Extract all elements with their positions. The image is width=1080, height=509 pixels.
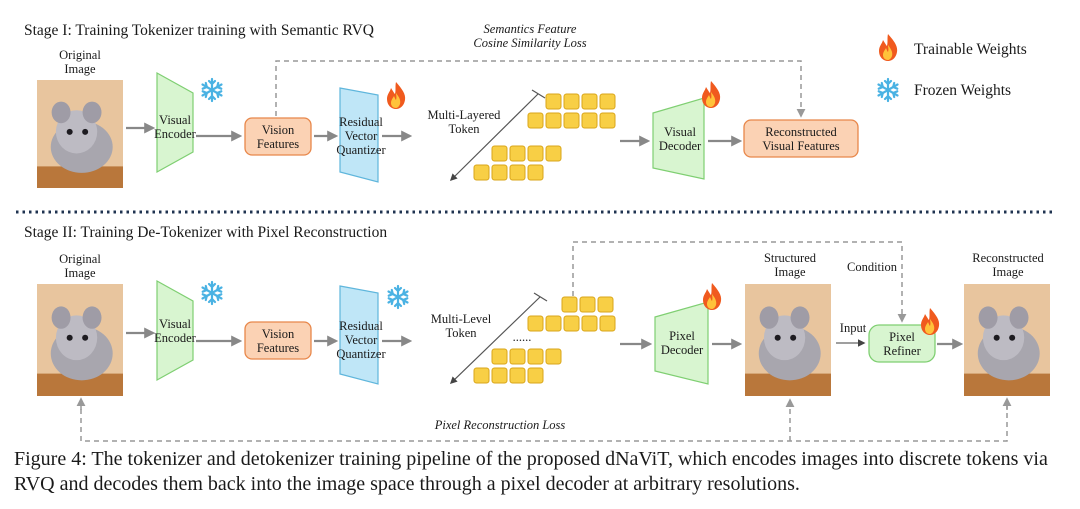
token-block bbox=[563, 112, 580, 129]
token-block bbox=[545, 315, 562, 332]
legend-trainable: Trainable Weights bbox=[914, 41, 1027, 58]
stage2-title: Stage II: Training De-Tokenizer with Pix… bbox=[24, 224, 388, 241]
token-block bbox=[545, 348, 562, 365]
s1-reconstructed-label: Reconstructed Visual Features bbox=[762, 124, 840, 153]
s2-pixel-refiner-label: Pixel Refiner bbox=[883, 329, 921, 358]
token-block bbox=[545, 93, 562, 110]
s2-pixel-decoder-shape bbox=[654, 301, 709, 385]
s2-vision-features-box bbox=[244, 321, 312, 360]
token-block bbox=[509, 164, 526, 181]
s2-rvq-shape bbox=[339, 285, 379, 385]
token-block bbox=[527, 348, 544, 365]
s2-vision-features-label: Vision Features bbox=[256, 326, 300, 355]
s2-loss-label: Pixel Reconstruction Loss bbox=[434, 418, 566, 432]
s1-decoder-flame-icon bbox=[702, 81, 721, 108]
s2-token-grid bbox=[473, 296, 616, 384]
s2-token-label: Multi-Level Token bbox=[430, 312, 492, 340]
token-block bbox=[527, 367, 544, 384]
token-block bbox=[527, 164, 544, 181]
reconstructed-image bbox=[964, 284, 1050, 396]
token-block bbox=[491, 145, 508, 162]
stage2-original-image bbox=[37, 284, 123, 396]
s2-rvq-label: Residual Vector Quantizer bbox=[336, 319, 386, 361]
token-block bbox=[545, 145, 562, 162]
token-block bbox=[579, 296, 596, 313]
structured-image bbox=[745, 284, 831, 396]
token-block bbox=[599, 112, 616, 129]
s2-visual-encoder-shape bbox=[156, 279, 194, 382]
s1-visual-decoder-label: Visual Decoder bbox=[658, 125, 702, 153]
s2-input-label: Input bbox=[839, 321, 867, 335]
s1-vision-features-box bbox=[244, 117, 312, 156]
token-block bbox=[563, 315, 580, 332]
legend-snowflake-icon bbox=[877, 77, 899, 103]
token-block bbox=[599, 93, 616, 110]
s2-decoder-flame-icon bbox=[703, 283, 722, 310]
s1-rvq-flame-icon bbox=[387, 82, 406, 109]
token-block bbox=[563, 93, 580, 110]
token-block bbox=[527, 315, 544, 332]
token-block bbox=[561, 296, 578, 313]
token-block bbox=[509, 348, 526, 365]
token-block bbox=[581, 315, 598, 332]
s2-condition-path bbox=[572, 241, 907, 323]
stage1-title: Stage I: Training Tokenizer training wit… bbox=[24, 22, 374, 39]
figure-caption: Figure 4: The tokenizer and detokenizer … bbox=[14, 448, 1048, 495]
token-block bbox=[581, 93, 598, 110]
s1-rvq-label: Residual Vector Quantizer bbox=[336, 115, 386, 157]
s1-token-label: Multi-Layered Token bbox=[427, 108, 501, 136]
s1-token-grid bbox=[473, 93, 616, 181]
s1-reconstructed-box bbox=[743, 119, 859, 158]
s1-original-image-label: Original Image bbox=[59, 48, 101, 76]
s1-loss-label: Semantics Feature Cosine Similarity Loss bbox=[473, 22, 587, 50]
token-block bbox=[597, 296, 614, 313]
token-block bbox=[491, 367, 508, 384]
legend-frozen: Frozen Weights bbox=[914, 82, 1012, 99]
s2-pixel-refiner-box bbox=[868, 324, 936, 363]
s2-level-axis bbox=[449, 296, 541, 385]
token-block bbox=[527, 145, 544, 162]
token-block bbox=[473, 367, 490, 384]
s2-pixel-decoder-label: Pixel Decoder bbox=[660, 329, 704, 357]
token-block bbox=[599, 315, 616, 332]
token-block bbox=[545, 112, 562, 129]
stage1-original-image bbox=[37, 80, 123, 188]
token-block bbox=[527, 112, 544, 129]
token-block bbox=[491, 164, 508, 181]
s1-loss-path bbox=[275, 60, 806, 118]
s1-rvq-shape bbox=[339, 87, 379, 183]
s1-visual-encoder-shape bbox=[156, 71, 194, 174]
s1-layer-axis bbox=[449, 93, 539, 182]
s2-condition-label: Condition bbox=[846, 260, 897, 274]
token-block bbox=[473, 164, 490, 181]
s1-encoder-snowflake-icon bbox=[201, 77, 223, 103]
token-block bbox=[491, 348, 508, 365]
s2-rvq-snowflake-icon bbox=[387, 284, 409, 310]
s2-encoder-snowflake-icon bbox=[201, 280, 223, 306]
s2-visual-encoder-label: Visual Encoder bbox=[154, 317, 196, 345]
s1-vision-features-label: Vision Features bbox=[256, 122, 300, 151]
s2-reconstructed-image-label: Reconstructed Image bbox=[972, 251, 1044, 279]
legend-flame-icon bbox=[879, 34, 898, 61]
s2-loss-path bbox=[80, 400, 1008, 442]
s2-token-dots: ...... bbox=[512, 330, 532, 344]
s1-visual-decoder-shape bbox=[652, 97, 705, 180]
token-block bbox=[509, 145, 526, 162]
s2-original-image-label: Original Image bbox=[59, 252, 101, 280]
token-block bbox=[581, 112, 598, 129]
s1-visual-encoder-label: Visual Encoder bbox=[154, 113, 196, 141]
s2-structured-image-label: Structured Image bbox=[763, 251, 817, 279]
token-block bbox=[509, 367, 526, 384]
